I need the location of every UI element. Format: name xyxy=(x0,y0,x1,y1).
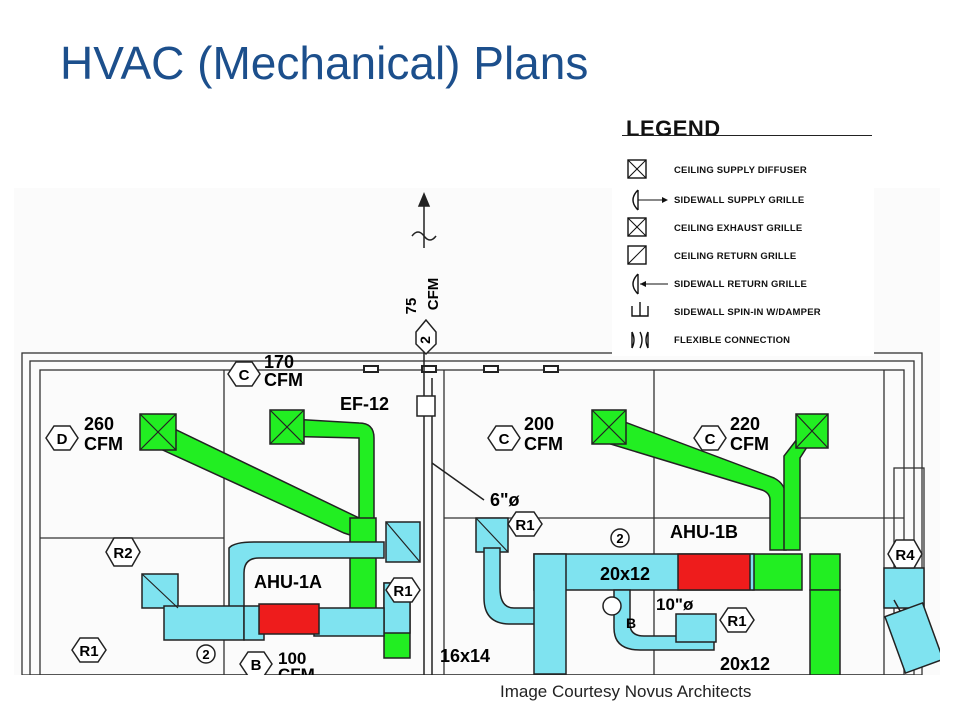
legend-item-sidewall-return-grille: SIDEWALL RETURN GRILLE xyxy=(674,279,808,290)
tag-r1-right xyxy=(719,607,755,633)
legend-item-sidewall-spin-in: SIDEWALL SPIN-IN W/DAMPER xyxy=(674,307,821,318)
ahu-1b-label: AHU-1B xyxy=(670,522,738,542)
legend-title: LEGEND xyxy=(626,116,721,141)
legend-item-ceiling-exhaust-grille: CEILING EXHAUST GRILLE xyxy=(674,223,803,234)
cfm-100-unit: CFM xyxy=(278,665,315,675)
tag-2-right xyxy=(610,528,630,548)
tag-2-left-label: 2 xyxy=(202,647,209,662)
tag-r4-label: R4 xyxy=(895,547,915,564)
exhaust-annotation: 2 75 CFM xyxy=(403,278,442,356)
sidewall-supply-grille-icon xyxy=(626,188,670,212)
fan-label: EF-12 xyxy=(340,394,389,414)
exhaust-duct xyxy=(411,192,485,675)
flexible-connection-icon xyxy=(626,328,670,352)
exhaust-cfm-unit: CFM xyxy=(425,278,442,311)
r4-return-grille xyxy=(883,567,925,609)
ahu-1a-unit xyxy=(258,603,320,635)
exhaust-tag-label: 2 xyxy=(417,336,433,344)
tag-2-left xyxy=(196,644,216,664)
pipe-10-label: 10"ø xyxy=(656,595,694,614)
tag-c-200-label: C xyxy=(499,431,510,448)
exhaust-cfm-value: 75 xyxy=(403,298,420,315)
cfm-170-value: 170 xyxy=(264,352,294,372)
legend-panel: LEGEND CEILING SUPPLY DIFFUSER SIDEWALL … xyxy=(612,108,874,356)
thermostat-symbol xyxy=(602,596,622,616)
tag-2-right-label: 2 xyxy=(616,531,623,546)
cfm-100-value: 100 xyxy=(278,649,306,668)
duct-20x12-top-label: 20x12 xyxy=(600,564,650,584)
slide-title: HVAC (Mechanical) Plans xyxy=(60,37,589,89)
ceiling-supply-diffuser-icon xyxy=(626,158,670,182)
cfm-170-unit: CFM xyxy=(264,370,303,390)
cfm-220-value: 220 xyxy=(730,414,760,434)
tag-r1-right-label: R1 xyxy=(727,613,746,630)
thermostat-b-label: B xyxy=(626,615,636,631)
sidewall-spin-in-icon xyxy=(626,300,670,324)
image-credit-caption: Image Courtesy Novus Architects xyxy=(500,682,752,701)
tag-r1-left xyxy=(385,577,421,603)
legend-item-ceiling-return-grille: CEILING RETURN GRILLE xyxy=(674,251,797,262)
pipe-6-label: 6"ø xyxy=(490,490,520,510)
tag-d-label: D xyxy=(57,431,68,448)
return-ducts-left xyxy=(141,521,421,641)
tag-r1-bottom-label: R1 xyxy=(79,643,98,660)
ceiling-exhaust-grille-icon xyxy=(626,216,670,240)
ceiling-light-fixtures xyxy=(363,365,559,373)
legend-item-sidewall-supply-grille: SIDEWALL SUPPLY GRILLE xyxy=(674,195,805,206)
tag-c-170-label: C xyxy=(239,367,250,384)
tag-r1-center xyxy=(507,511,543,537)
tag-c-220-label: C xyxy=(705,431,716,448)
tag-d-260 xyxy=(45,425,79,451)
ahu-1a-label: AHU-1A xyxy=(254,572,322,592)
supply-ducts-right xyxy=(598,417,841,676)
tag-r1-center-label: R1 xyxy=(515,517,534,534)
legend-item-ceiling-supply-diffuser: CEILING SUPPLY DIFFUSER xyxy=(674,165,807,176)
cfm-260-value: 260 xyxy=(84,414,114,434)
duct-16x14-label: 16x14 xyxy=(440,646,490,666)
ahu-1b-unit xyxy=(677,553,751,591)
tag-c-200 xyxy=(487,425,521,451)
cfm-200-value: 200 xyxy=(524,414,554,434)
tag-r1-left-label: R1 xyxy=(393,583,412,600)
tag-r1-bottom xyxy=(71,637,107,663)
cfm-220-unit: CFM xyxy=(730,434,769,454)
tag-r2-label: R2 xyxy=(113,545,132,562)
supply-diffusers-left xyxy=(139,409,305,451)
sidewall-return-grille-icon xyxy=(626,272,670,296)
tag-r2 xyxy=(105,537,141,567)
duct-20x12-bottom-label: 20x12 xyxy=(720,654,770,674)
cfm-260-unit: CFM xyxy=(84,434,123,454)
tag-c-170 xyxy=(227,361,261,387)
legend-divider xyxy=(622,135,872,136)
tag-r4 xyxy=(887,539,923,569)
cfm-200-unit: CFM xyxy=(524,434,563,454)
tag-c-220 xyxy=(693,425,727,451)
ceiling-return-grille-icon xyxy=(626,244,670,268)
tag-b-label: B xyxy=(251,657,262,674)
legend-item-flexible-connection: FLEXIBLE CONNECTION xyxy=(674,335,791,346)
